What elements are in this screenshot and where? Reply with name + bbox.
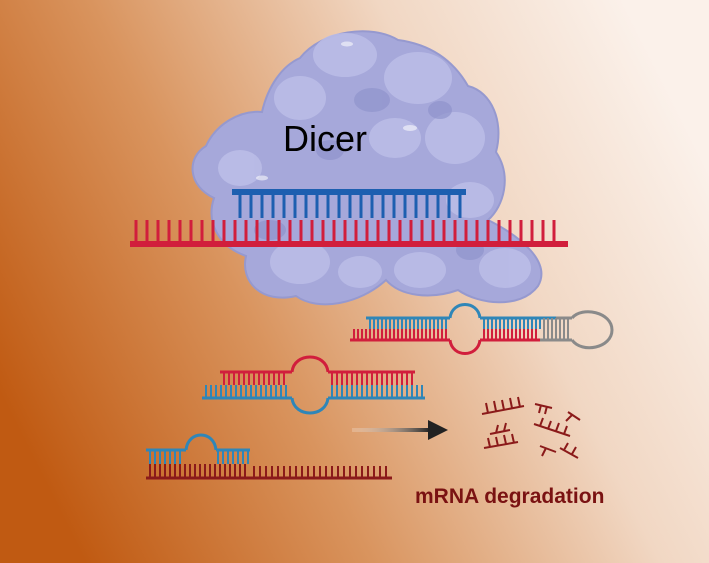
target-mrna-duplex bbox=[146, 433, 392, 480]
hairpin-precursor bbox=[350, 303, 614, 355]
mismatched-duplex bbox=[202, 355, 425, 415]
dicer-label: Dicer bbox=[283, 118, 367, 159]
dicer-bound-duplex bbox=[130, 189, 568, 247]
rna-fragment-icons bbox=[481, 396, 581, 459]
right-arrow-icon bbox=[352, 420, 448, 440]
degradation-label: mRNA degradation bbox=[415, 485, 604, 508]
